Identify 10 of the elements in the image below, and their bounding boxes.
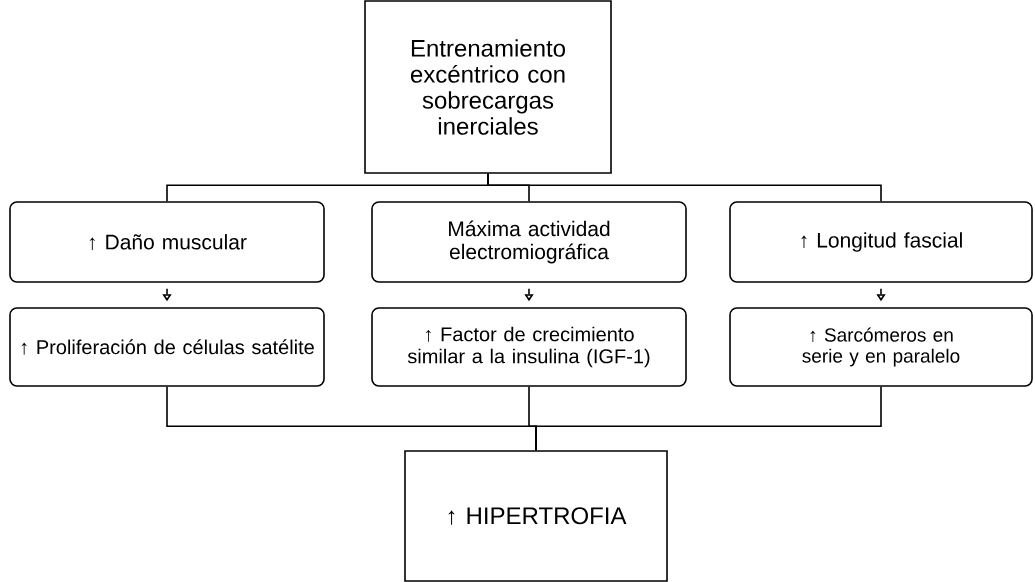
main-box: ↑ HIPERTROFIA <box>404 450 668 582</box>
process-box: Máxima actividad electromiográfica <box>371 201 687 283</box>
process-box: ↑ Proliferación de células satélite <box>9 307 325 387</box>
connector-line <box>535 386 882 451</box>
process-box: ↑ Daño muscular <box>9 201 325 283</box>
process-box: ↑ Longitud fascial <box>729 201 1033 283</box>
connector-line <box>487 173 882 202</box>
process-box: ↑ Sarcómeros en serie y en paralelo <box>729 307 1033 387</box>
process-box: ↑ Factor de crecimiento similar a la insulina (IGF-1) <box>371 307 687 387</box>
main-box: Entrenamiento excéntrico con sobrecargas inerciales <box>364 0 612 174</box>
